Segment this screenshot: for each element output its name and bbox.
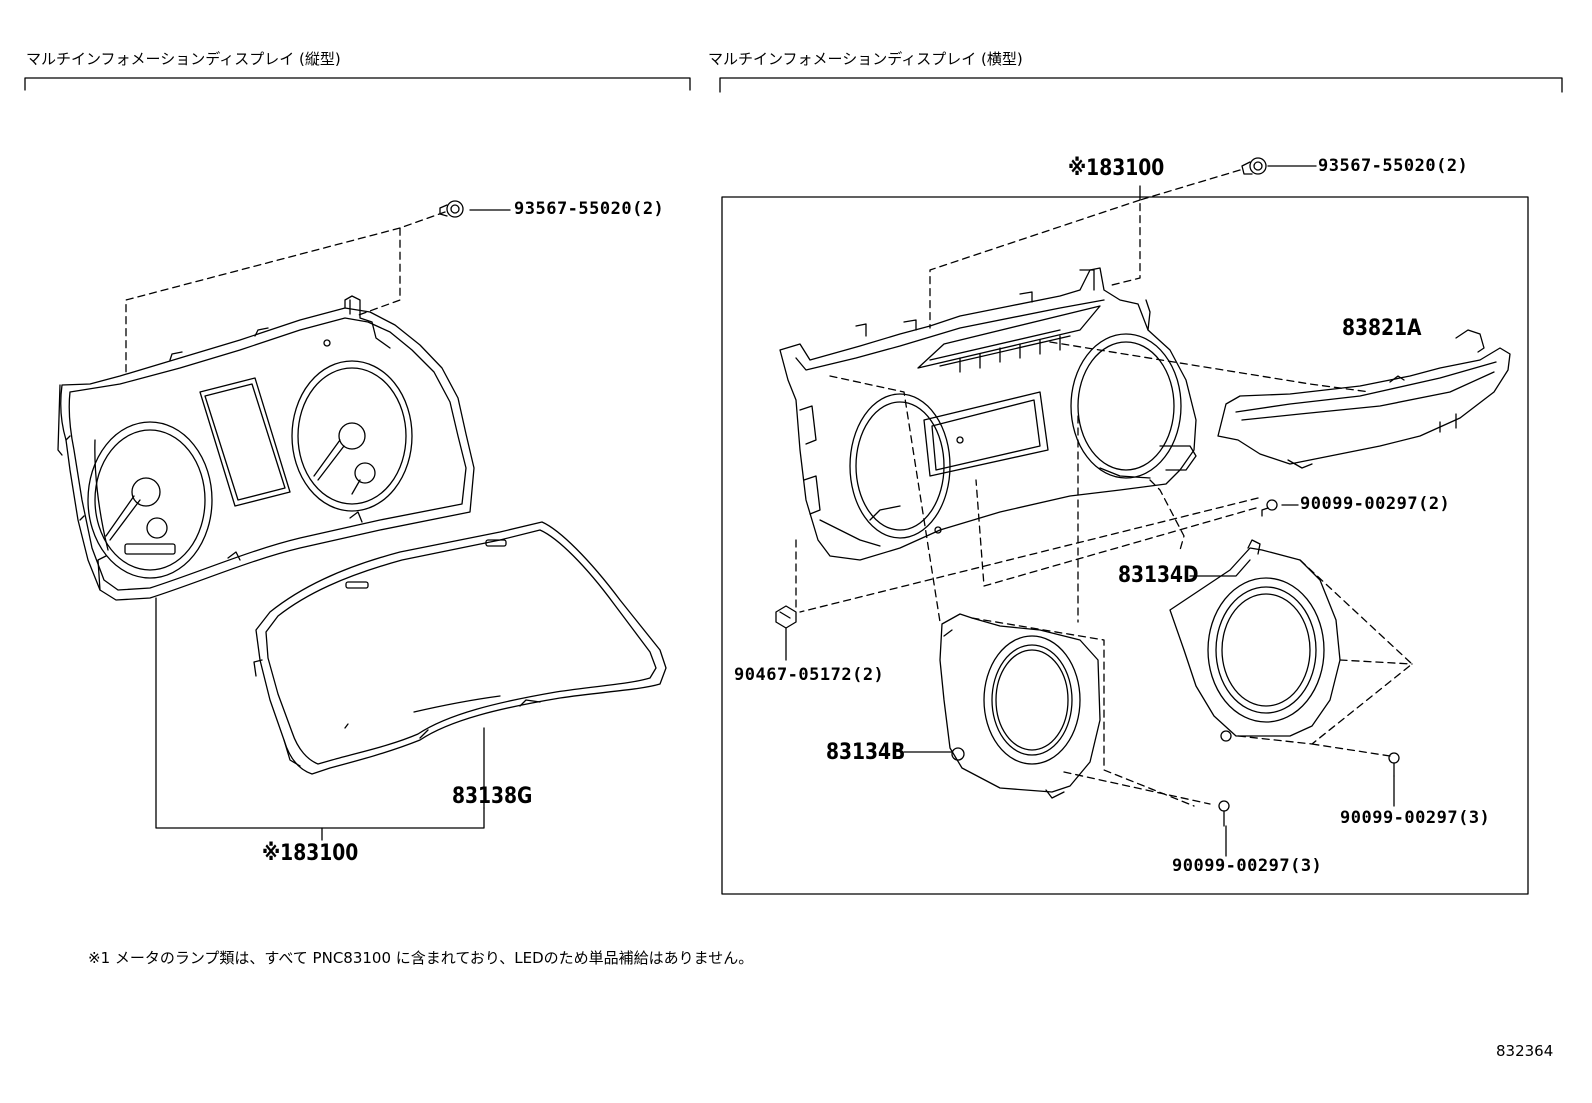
- meter-cluster-horizontal: [780, 268, 1196, 560]
- trim-83821A: [1218, 330, 1510, 468]
- label-ring-83134D: 83134D: [1118, 563, 1199, 588]
- screw-upper-icon: [1262, 500, 1277, 516]
- bolt-left-icon: [440, 201, 463, 217]
- heading-vertical: マルチインフォメーションディスプレイ (縦型): [26, 50, 341, 68]
- label-trim-83821A: 83821A: [1342, 316, 1422, 341]
- leader-lines-left: [126, 210, 510, 840]
- screw-bottom-icon: [1219, 801, 1229, 826]
- label-assembly-right: ※183100: [1068, 156, 1165, 181]
- leader-lines-right: [796, 170, 1412, 806]
- label-screw-bottom: 90099-00297(3): [1172, 856, 1323, 876]
- reference-number: 832364: [1496, 1042, 1554, 1060]
- label-bolt-right: 93567-55020(2): [1318, 156, 1469, 176]
- label-lens-83138G: 83138G: [452, 784, 533, 809]
- meter-cluster-vertical: [58, 296, 474, 600]
- callout-frame: [722, 197, 1528, 894]
- label-screw-upper: 90099-00297(2): [1300, 494, 1451, 514]
- ring-83134B: [940, 614, 1100, 798]
- label-ring-83134B: 83134B: [826, 740, 906, 765]
- label-screw-right: 90099-00297(3): [1340, 808, 1491, 828]
- heading-horizontal: マルチインフォメーションディスプレイ (横型): [708, 50, 1023, 68]
- bolt-right-icon: [1242, 158, 1266, 174]
- clip-icon: [776, 606, 796, 628]
- section-bracket-vertical: [25, 78, 690, 90]
- footnote: ※1 メータのランプ類は、すべて PNC83100 に含まれており、LEDのため…: [88, 949, 754, 967]
- label-clip: 90467-05172(2): [734, 665, 885, 685]
- lens-83138G: [254, 522, 666, 774]
- section-bracket-horizontal: [720, 78, 1562, 92]
- screw-right-icon: [1389, 753, 1399, 776]
- leader-solid-right: [786, 166, 1394, 856]
- label-bolt-left: 93567-55020(2): [514, 199, 665, 219]
- label-assembly-left: ※183100: [262, 841, 359, 866]
